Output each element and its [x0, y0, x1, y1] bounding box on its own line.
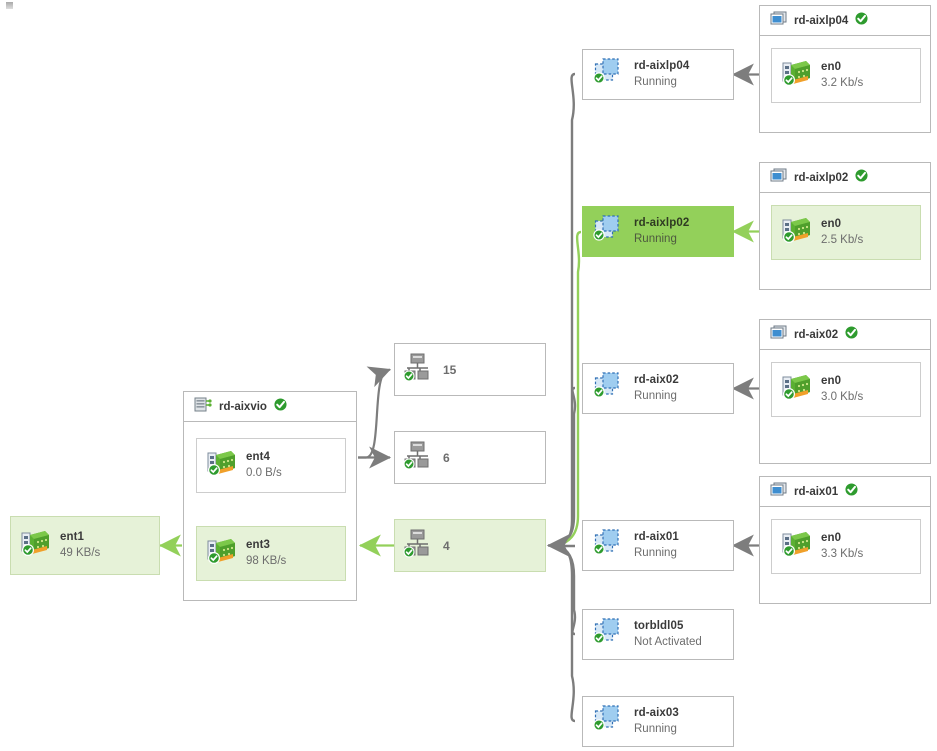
- adapter-node-ent4[interactable]: ent4 0.0 B/s: [196, 438, 346, 493]
- os-panel-rd-aixlp04[interactable]: rd-aixlp04: [759, 5, 931, 133]
- render-artifact: [6, 2, 13, 9]
- vios-panel[interactable]: rd-aixvio: [183, 391, 357, 601]
- interface-name: en0: [821, 375, 842, 387]
- adapter-node-ent3[interactable]: ent3 98 KB/s: [196, 526, 346, 581]
- os-window-icon: [770, 325, 787, 345]
- os-panel-rd-aixlp02[interactable]: rd-aixlp02: [759, 162, 931, 290]
- lpar-state: Running: [634, 723, 677, 735]
- ethernet-adapter-icon: [782, 530, 812, 563]
- vlan-node-15[interactable]: 15: [394, 343, 546, 396]
- vios-panel-body: ent4 0.0 B/s: [184, 422, 356, 601]
- ethernet-adapter-icon: [207, 537, 237, 570]
- status-ok-icon: [844, 481, 859, 502]
- vlan-switch-icon: [403, 528, 435, 563]
- lpar-state: Running: [634, 76, 677, 88]
- os-window-icon: [770, 11, 787, 31]
- interface-rate: 2.5 Kb/s: [821, 234, 864, 246]
- ethernet-adapter-icon: [782, 373, 812, 406]
- edge-os-panel-stubs: [758, 73, 770, 547]
- os-panel-title: rd-aixlp04: [794, 14, 849, 27]
- os-panel-body: en0 3.2 Kb/s: [760, 36, 930, 133]
- status-ok-icon: [273, 396, 288, 417]
- lpar-node-rd-aix02[interactable]: rd-aix02 Running: [582, 363, 734, 414]
- lpar-name: rd-aix01: [634, 531, 679, 543]
- interface-node-en0[interactable]: en0 3.2 Kb/s: [771, 48, 921, 103]
- lpar-icon: [593, 617, 625, 652]
- status-ok-icon: [844, 324, 859, 345]
- lpar-icon: [593, 528, 625, 563]
- lpar-state: Running: [634, 547, 677, 559]
- vlan-id: 15: [443, 362, 457, 377]
- lpar-name: rd-aixlp04: [634, 60, 690, 72]
- interface-rate: 3.0 Kb/s: [821, 391, 864, 403]
- interface-node-en0[interactable]: en0 3.0 Kb/s: [771, 362, 921, 417]
- vios-panel-title: rd-aixvio: [219, 400, 267, 413]
- lpar-node-rd-aix01[interactable]: rd-aix01 Running: [582, 520, 734, 571]
- interface-name: en0: [821, 532, 842, 544]
- os-panel-body: en0 2.5 Kb/s: [760, 193, 930, 290]
- adapter-name: ent4: [246, 451, 271, 463]
- os-panel-header: rd-aix02: [760, 320, 930, 350]
- interface-rate: 3.2 Kb/s: [821, 77, 864, 89]
- lpar-icon: [593, 57, 625, 92]
- status-ok-icon: [854, 167, 869, 188]
- adapter-node-ent1[interactable]: ent1 49 KB/s: [10, 516, 160, 575]
- vlan-switch-icon: [403, 352, 435, 387]
- lpar-icon: [593, 371, 625, 406]
- lpar-state: Running: [634, 390, 677, 402]
- lpar-name: torbldl05: [634, 620, 684, 632]
- lpar-icon: [593, 214, 625, 249]
- os-panel-header: rd-aixlp02: [760, 163, 930, 193]
- status-ok-icon: [854, 10, 869, 31]
- interface-node-en0[interactable]: en0 3.3 Kb/s: [771, 519, 921, 574]
- ethernet-adapter-icon: [207, 449, 237, 482]
- adapter-name: ent1: [60, 531, 85, 543]
- os-panel-header: rd-aixlp04: [760, 6, 930, 36]
- vlan-switch-icon: [403, 440, 435, 475]
- os-window-icon: [770, 168, 787, 188]
- adapter-name: ent3: [246, 539, 271, 551]
- lpar-node-rd-aix03[interactable]: rd-aix03 Running: [582, 696, 734, 747]
- interface-name: en0: [821, 61, 842, 73]
- ethernet-adapter-icon: [21, 529, 51, 562]
- adapter-rate: 0.0 B/s: [246, 467, 282, 479]
- vlan-id: 6: [443, 450, 450, 465]
- os-panel-rd-aix01[interactable]: rd-aix01: [759, 476, 931, 604]
- adapter-rate: 98 KB/s: [246, 555, 287, 567]
- os-panel-body: en0 3.0 Kb/s: [760, 350, 930, 464]
- lpar-node-torbldl05[interactable]: torbldl05 Not Activated: [582, 609, 734, 660]
- lpar-name: rd-aix03: [634, 707, 679, 719]
- vlan-node-4[interactable]: 4: [394, 519, 546, 572]
- os-panel-title: rd-aix02: [794, 328, 839, 341]
- vios-panel-header: rd-aixvio: [184, 392, 356, 422]
- lpar-state: Not Activated: [634, 636, 702, 648]
- lpar-node-rd-aixlp02[interactable]: rd-aixlp02 Running: [582, 206, 734, 257]
- interface-node-en0[interactable]: en0 2.5 Kb/s: [771, 205, 921, 260]
- vlan-id: 4: [443, 538, 450, 553]
- os-panel-title: rd-aix01: [794, 485, 839, 498]
- os-panel-rd-aix02[interactable]: rd-aix02: [759, 319, 931, 464]
- interface-name: en0: [821, 218, 842, 230]
- adapter-rate: 49 KB/s: [60, 547, 101, 559]
- os-window-icon: [770, 482, 787, 502]
- os-panel-title: rd-aixlp02: [794, 171, 849, 184]
- vlan-node-6[interactable]: 6: [394, 431, 546, 484]
- edge-bracket-vlan4-to-lpar-aixlp02: [557, 230, 582, 548]
- edge-bracket-vlan4-to-lpars: [557, 72, 577, 723]
- os-panel-body: en0 3.3 Kb/s: [760, 507, 930, 604]
- lpar-name: rd-aix02: [634, 374, 679, 386]
- lpar-icon: [593, 704, 625, 739]
- lpar-node-rd-aixlp04[interactable]: rd-aixlp04 Running: [582, 49, 734, 100]
- ethernet-adapter-icon: [782, 59, 812, 92]
- edge-ent4-to-vlan15: [358, 366, 392, 459]
- os-panel-header: rd-aix01: [760, 477, 930, 507]
- lpar-name: rd-aixlp02: [634, 217, 690, 229]
- lpar-state: Running: [634, 233, 677, 245]
- vios-server-icon: [194, 396, 212, 418]
- interface-rate: 3.3 Kb/s: [821, 548, 864, 560]
- ethernet-adapter-icon: [782, 216, 812, 249]
